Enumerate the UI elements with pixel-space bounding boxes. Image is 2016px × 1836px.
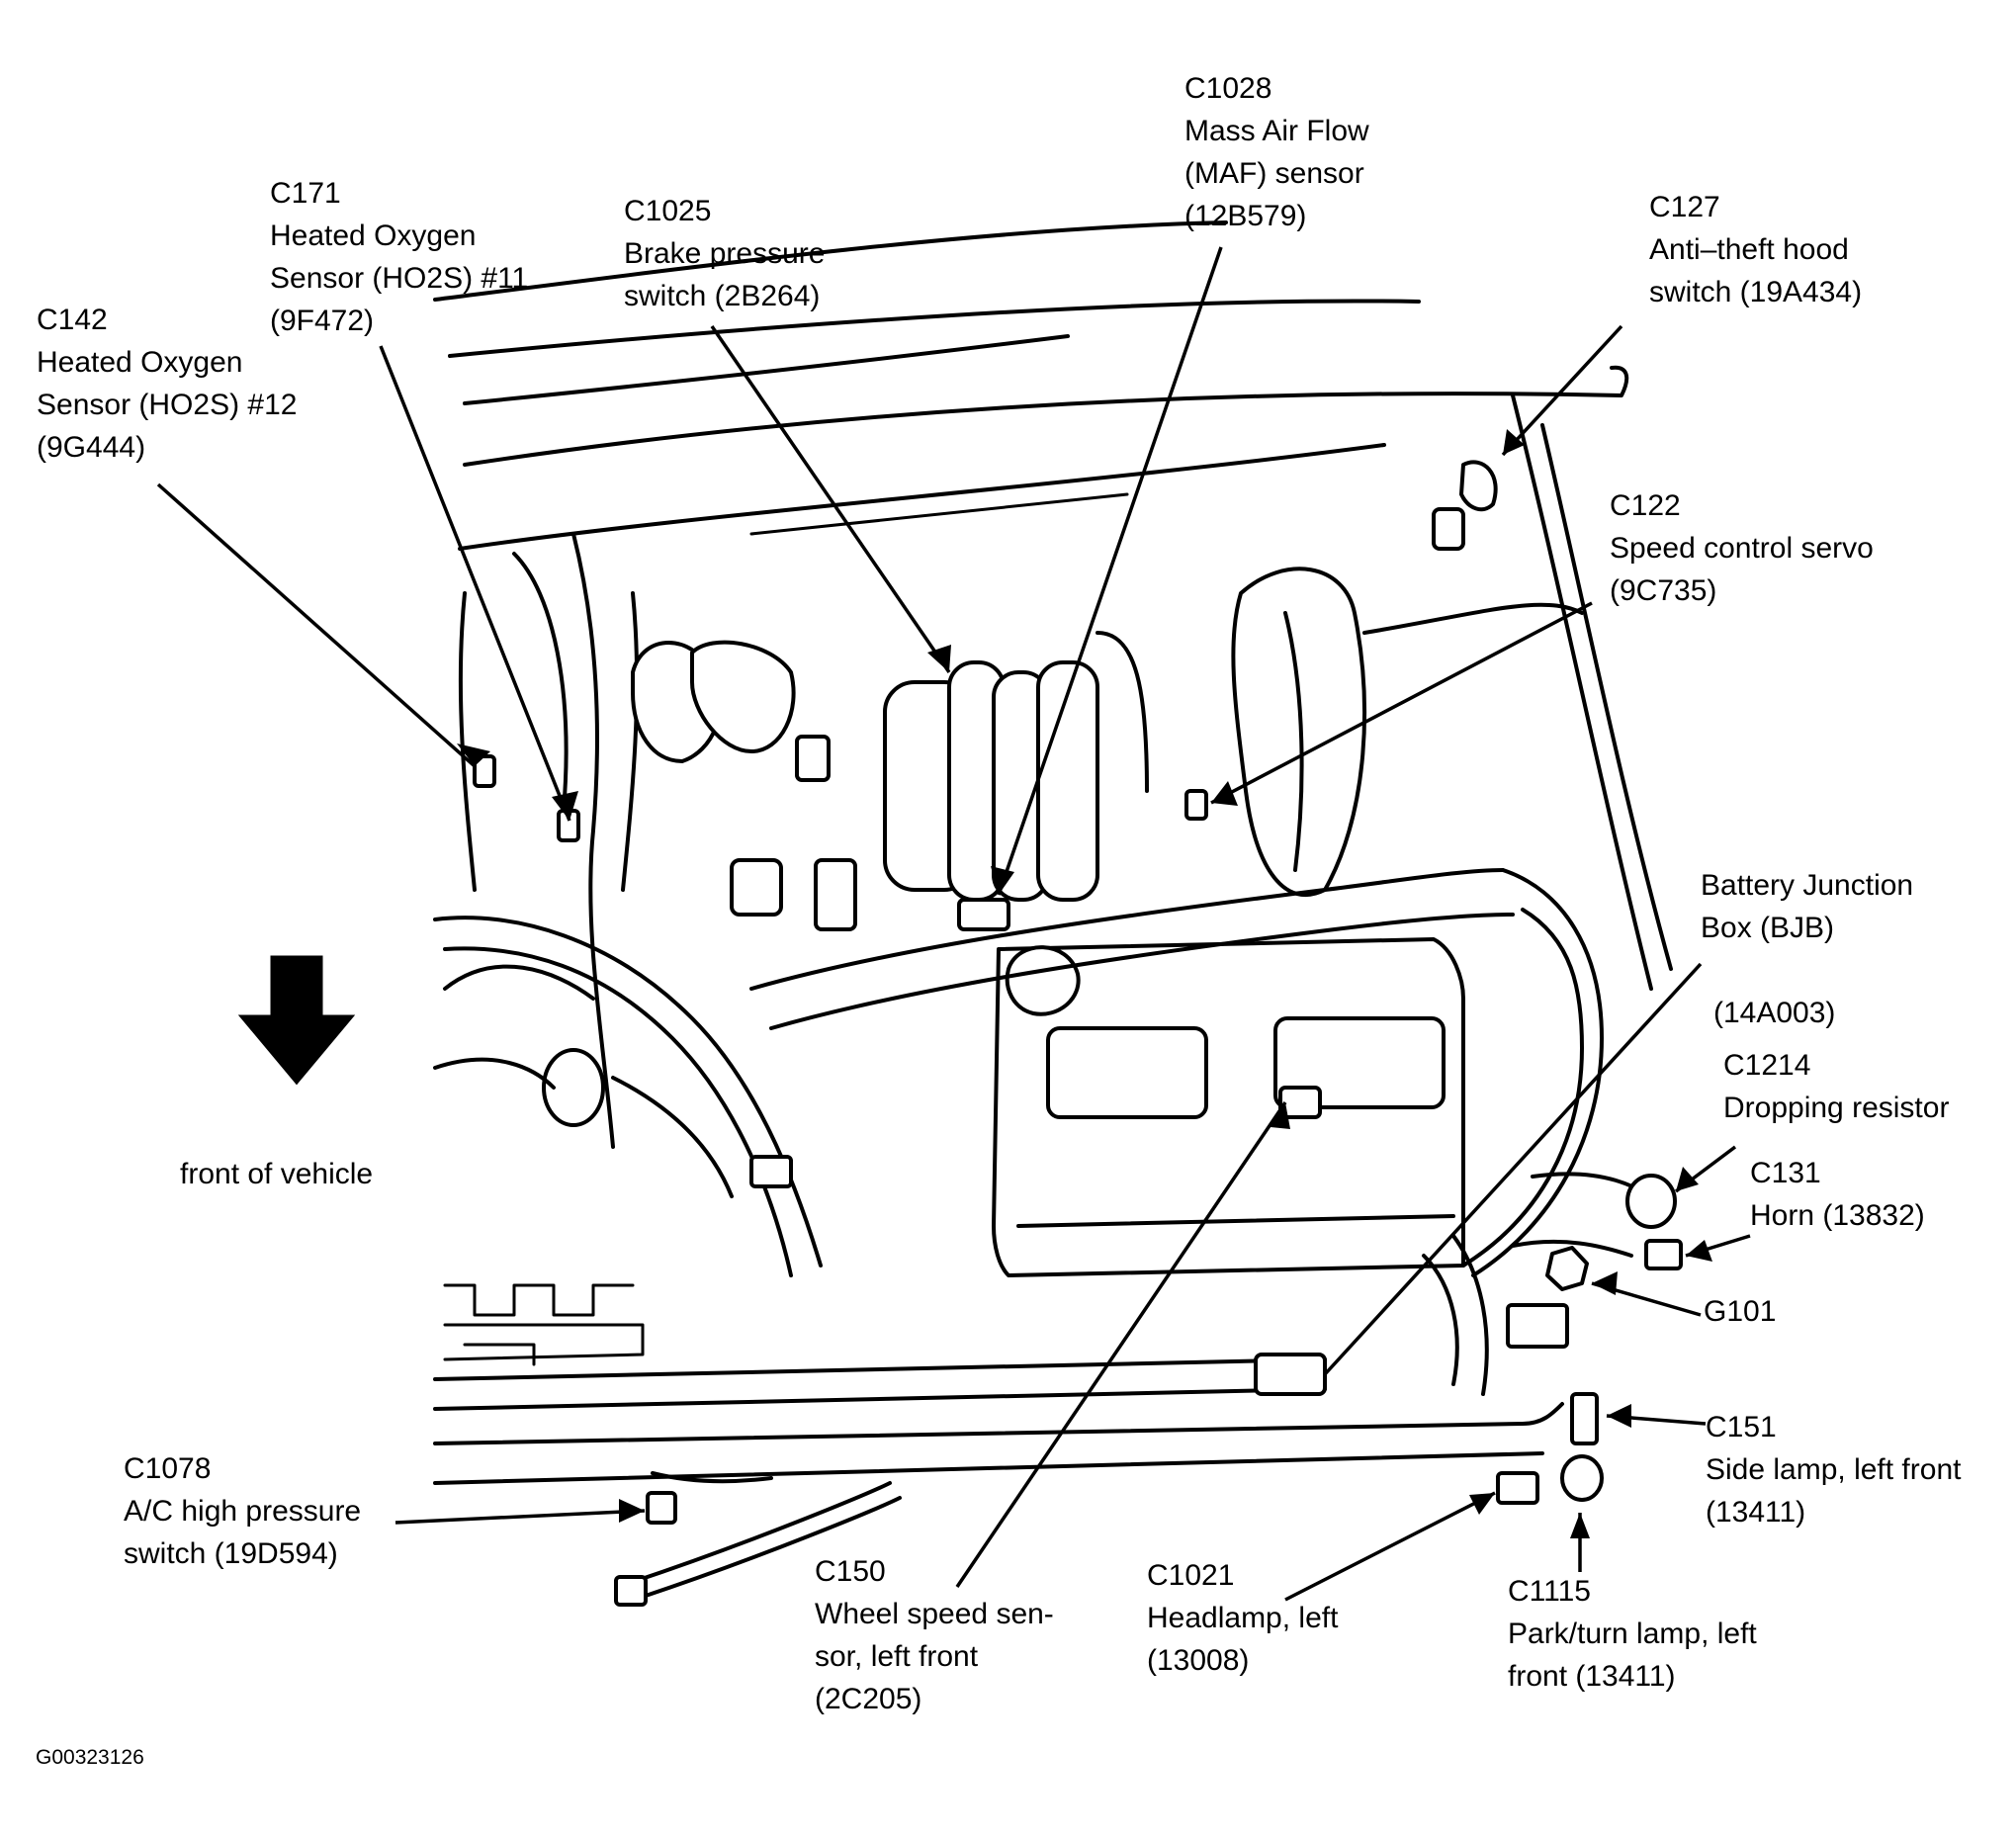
leader-c142 — [156, 482, 477, 768]
callout-c171: C171 Heated Oxygen Sensor (HO2S) #11 (9F… — [270, 172, 528, 342]
callout-bjb: Battery Junction Box (BJB) — [1701, 864, 1913, 949]
callout-c1214-code: C1214 — [1723, 1049, 1811, 1082]
callout-c1021: C1021 Headlamp, left (13008) — [1147, 1554, 1338, 1682]
callout-c151-part: (13411) — [1706, 1496, 1806, 1529]
callout-c150-part: (2C205) — [815, 1683, 922, 1715]
callout-c142: C142 Heated Oxygen Sensor (HO2S) #12 (9G… — [37, 299, 297, 469]
callout-c1028-code: C1028 — [1184, 72, 1272, 105]
callout-c122-part: (9C735) — [1610, 574, 1717, 607]
callout-c1028-desc1: Mass Air Flow — [1184, 115, 1369, 147]
callout-c171-desc1: Heated Oxygen — [270, 219, 477, 252]
callout-c142-desc2: Sensor (HO2S) #12 — [37, 389, 298, 421]
callout-c1025: C1025 Brake pressure switch (2B264) — [624, 190, 825, 317]
callout-bjb-desc1: Battery Junction — [1701, 869, 1914, 902]
callout-c150: C150 Wheel speed sen- sor, left front (2… — [815, 1550, 1054, 1720]
callout-c1214-desc1: Dropping resistor — [1723, 1092, 1950, 1124]
callout-c150-desc2: sor, left front — [815, 1640, 979, 1673]
callout-c1021-desc1: Headlamp, left — [1147, 1602, 1339, 1634]
callout-c122-desc1: Speed control servo — [1610, 532, 1874, 565]
callout-c171-part: (9F472) — [270, 305, 375, 337]
callout-c1028-desc2: (MAF) sensor — [1184, 157, 1364, 190]
callout-c1115: C1115 Park/turn lamp, left front (13411) — [1508, 1570, 1757, 1698]
callout-g101: G101 — [1704, 1290, 1776, 1333]
callout-c1025-code: C1025 — [624, 195, 712, 227]
callout-g101-code: G101 — [1704, 1295, 1777, 1328]
callout-c1078-code: C1078 — [124, 1452, 212, 1485]
callout-c127: C127 Anti–theft hood switch (19A434) — [1649, 186, 1862, 313]
leader-c122 — [1210, 601, 1593, 805]
callout-c1025-desc1: Brake pressure — [624, 237, 826, 270]
callout-c171-code: C171 — [270, 177, 341, 210]
callout-c1078: C1078 A/C high pressure switch (19D594) — [124, 1447, 361, 1575]
callout-c1115-code: C1115 — [1508, 1575, 1591, 1608]
leader-c1028 — [997, 246, 1223, 896]
callout-c127-desc2: switch (19A434) — [1649, 276, 1863, 308]
callout-c1021-part: (13008) — [1147, 1644, 1250, 1677]
callout-c142-part: (9G444) — [37, 431, 146, 464]
leader-c1021 — [1284, 1491, 1496, 1602]
leader-c1078 — [394, 1509, 646, 1525]
callout-c1115-desc2: front (13411) — [1508, 1660, 1676, 1693]
leader-c171 — [379, 345, 571, 822]
callout-c1028-part: (12B579) — [1184, 200, 1307, 232]
leader-c150 — [955, 1101, 1287, 1588]
callout-c150-code: C150 — [815, 1555, 886, 1588]
callout-c150-desc1: Wheel speed sen- — [815, 1598, 1054, 1630]
callout-c1115-desc1: Park/turn lamp, left — [1508, 1617, 1757, 1650]
callout-c151-code: C151 — [1706, 1411, 1777, 1443]
callout-bjb-part-block: (14A003) — [1713, 992, 1835, 1034]
callout-c122-code: C122 — [1610, 489, 1681, 522]
leader-c127 — [1501, 324, 1623, 457]
front-of-vehicle-label: front of vehicle — [180, 1158, 374, 1190]
callout-c131-desc1: Horn (13832) — [1750, 1199, 1925, 1232]
callout-c127-desc1: Anti–theft hood — [1649, 233, 1849, 266]
callout-bjb-desc2: Box (BJB) — [1701, 912, 1835, 944]
diagram-id: G00323126 — [36, 1746, 144, 1769]
callout-c131-code: C131 — [1750, 1157, 1821, 1189]
callout-c151: C151 Side lamp, left front (13411) — [1706, 1406, 1961, 1533]
callout-c171-desc2: Sensor (HO2S) #11 — [270, 262, 529, 295]
callout-c131: C131 Horn (13832) — [1750, 1152, 1925, 1237]
callout-c1078-desc1: A/C high pressure — [124, 1495, 362, 1528]
callout-c1028: C1028 Mass Air Flow (MAF) sensor (12B579… — [1184, 67, 1369, 237]
callout-c142-desc1: Heated Oxygen — [37, 346, 243, 379]
callout-c1021-code: C1021 — [1147, 1559, 1235, 1592]
leader-c1025 — [710, 325, 951, 673]
callout-c142-code: C142 — [37, 304, 108, 336]
callout-c1078-desc2: switch (19D594) — [124, 1537, 338, 1570]
callout-c127-code: C127 — [1649, 191, 1720, 223]
callout-c1214: C1214 Dropping resistor — [1723, 1044, 1949, 1129]
callout-c1025-desc2: switch (2B264) — [624, 280, 821, 312]
callout-bjb-part: (14A003) — [1713, 997, 1836, 1029]
callout-c151-desc1: Side lamp, left front — [1706, 1453, 1962, 1486]
callout-c122: C122 Speed control servo (9C735) — [1610, 484, 1874, 612]
leader-bjb — [1323, 962, 1703, 1376]
